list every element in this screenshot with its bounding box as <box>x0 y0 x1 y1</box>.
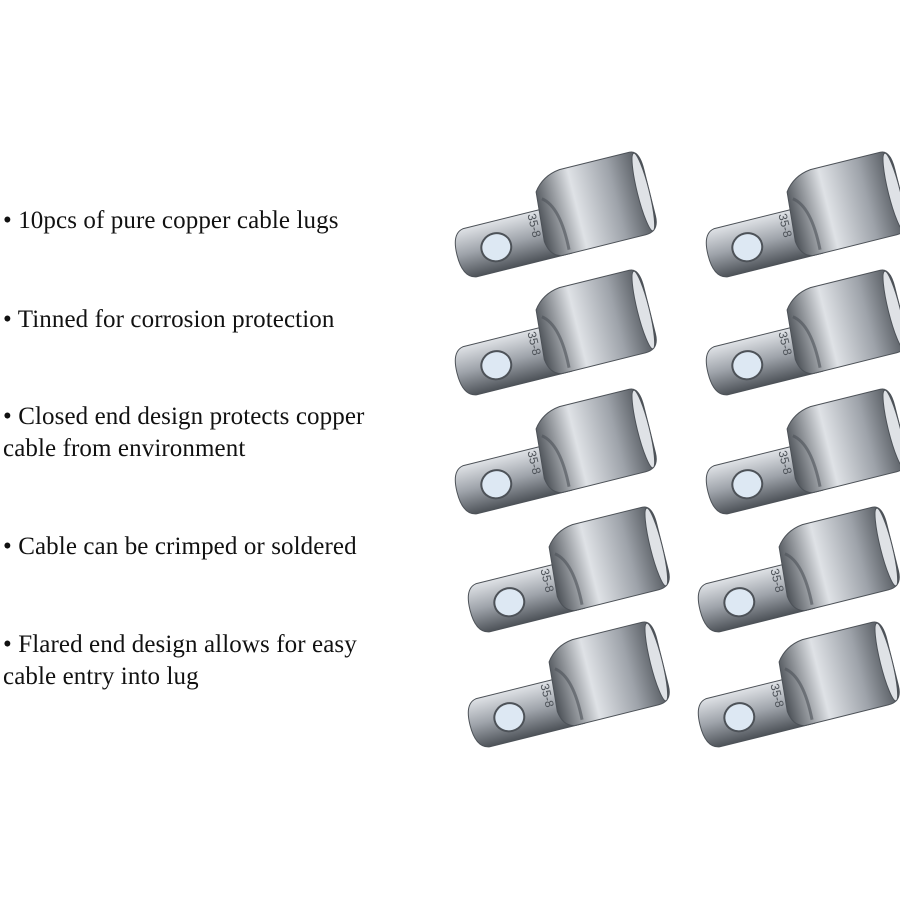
feature-item: • Tinned for corrosion protection <box>3 306 335 333</box>
svg-text:35-8: 35-8 <box>524 449 543 476</box>
cable-lug-3: 35-8 <box>454 269 657 396</box>
cable-lug-4: 35-8 <box>705 269 900 396</box>
cable-lugs-image: 35-8 35-8 <box>430 140 900 760</box>
svg-text:35-8: 35-8 <box>775 330 794 357</box>
svg-text:35-8: 35-8 <box>767 682 786 709</box>
cable-lug-7: 35-8 <box>467 506 670 633</box>
svg-text:35-8: 35-8 <box>537 682 556 709</box>
feature-item: • Closed end design protects copper cabl… <box>3 403 365 462</box>
feature-item: • Cable can be crimped or soldered <box>3 533 357 560</box>
feature-list: • 10pcs of pure copper cable lugs • Tinn… <box>0 0 420 900</box>
cable-lug-10: 35-8 <box>697 621 900 748</box>
svg-text:35-8: 35-8 <box>767 567 786 594</box>
feature-item: • Flared end design allows for easy cabl… <box>3 631 357 690</box>
svg-text:35-8: 35-8 <box>524 212 543 239</box>
cable-lug-1: 35-8 <box>454 151 657 278</box>
svg-text:35-8: 35-8 <box>537 567 556 594</box>
svg-text:35-8: 35-8 <box>775 449 794 476</box>
cable-lug-5: 35-8 <box>454 388 657 515</box>
cable-lug-6: 35-8 <box>705 388 900 515</box>
svg-text:35-8: 35-8 <box>775 212 794 239</box>
cable-lug-9: 35-8 <box>467 621 670 748</box>
svg-text:35-8: 35-8 <box>524 330 543 357</box>
cable-lug-2: 35-8 <box>705 151 900 278</box>
cable-lug-8: 35-8 <box>697 506 900 633</box>
feature-item: • 10pcs of pure copper cable lugs <box>3 207 339 234</box>
